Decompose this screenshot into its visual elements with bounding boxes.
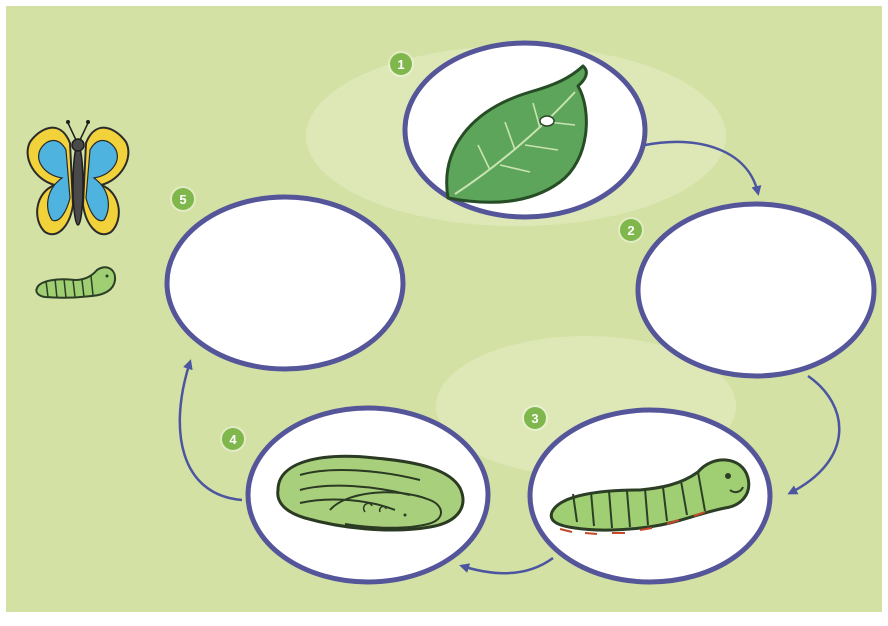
stage-1-badge: 1 [390, 53, 412, 75]
stage-1-circle [405, 43, 645, 217]
stage-3-badge: 3 [524, 407, 546, 429]
arrow-stage3-to-stage4 [462, 558, 553, 573]
butterfly-icon [28, 120, 129, 234]
stage-2-circle [638, 204, 874, 376]
egg-icon [540, 116, 554, 126]
stage-2-badge: 2 [620, 219, 642, 241]
arrow-stage1-to-stage2 [645, 142, 758, 193]
stage-5-circle [167, 197, 403, 369]
stage-4-badge: 4 [222, 428, 244, 450]
stage-5-badge: 5 [172, 188, 194, 210]
stage-4-circle [248, 408, 488, 582]
small-caterpillar-icon [36, 267, 115, 298]
arrow-stage2-to-stage3 [790, 376, 839, 493]
stage-3-circle [530, 410, 770, 582]
